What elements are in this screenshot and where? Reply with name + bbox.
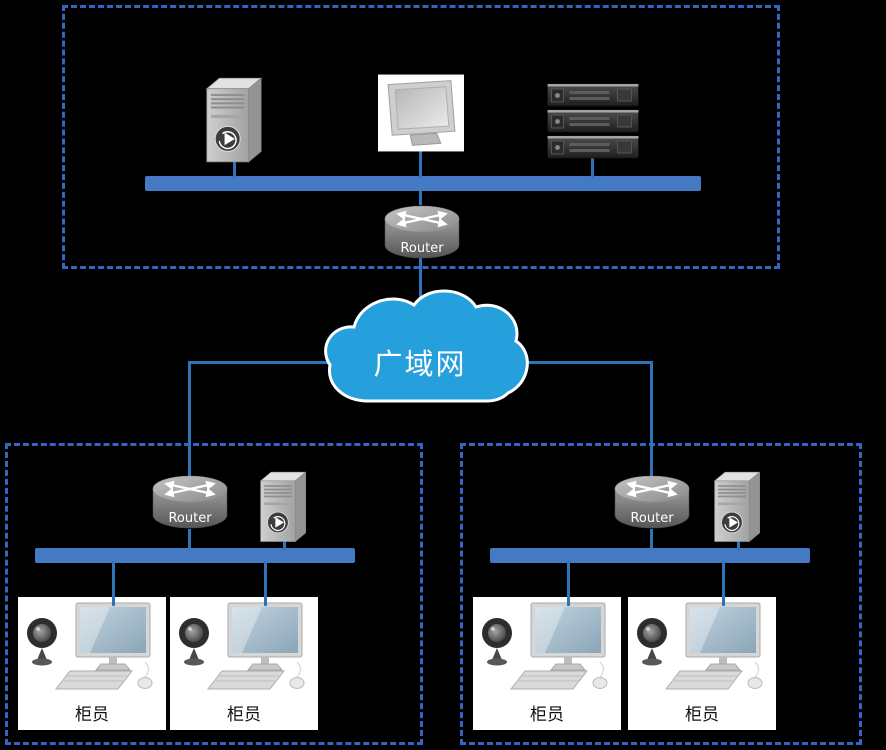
branch-right-router-icon: Router [612,473,692,531]
branch-left-router-icon: Router [150,473,230,531]
connector-line [419,258,422,300]
branch-left-network-bus [35,548,355,563]
teller-workstation-icon: 柜员 [170,597,318,730]
media-server-tower-icon [202,72,268,166]
teller-label: 柜员 [530,705,564,725]
connector-line [112,561,115,606]
branch-left-zone [5,443,423,745]
branch-right-zone [460,443,862,745]
branch-right-network-bus [490,548,810,563]
connector-line [419,191,422,205]
branch-left-router-label: Router [168,511,212,526]
rack-server-icon [545,82,641,162]
branch-right-server-icon [708,467,768,545]
wan-label: 广域网 [373,347,467,381]
connector-line [188,361,191,477]
teller-label: 柜员 [227,705,261,725]
teller-workstation-icon: 柜员 [628,597,776,730]
teller-workstation-icon: 柜员 [18,597,166,730]
connector-line [503,361,652,364]
connector-line [650,529,653,549]
hq-network-bus [145,176,701,191]
branch-right-router-label: Router [630,511,674,526]
monitor-icon [378,74,464,152]
connector-line [264,561,267,606]
connector-line [233,160,236,178]
connector-line [567,561,570,606]
connector-line [188,361,330,364]
connector-line [419,150,422,178]
connector-line [737,539,740,550]
teller-label: 柜员 [75,705,109,725]
teller-label: 柜员 [685,705,719,725]
connector-line [722,561,725,606]
connector-line [591,158,594,178]
connector-line [650,361,653,477]
connector-line [283,539,286,550]
hq-router-icon: Router [382,203,462,261]
hq-router-label: Router [400,241,444,256]
wan-cloud-icon: 广域网 [308,283,532,425]
branch-left-server-icon [254,467,314,545]
connector-line [188,529,191,549]
teller-workstation-icon: 柜员 [473,597,621,730]
